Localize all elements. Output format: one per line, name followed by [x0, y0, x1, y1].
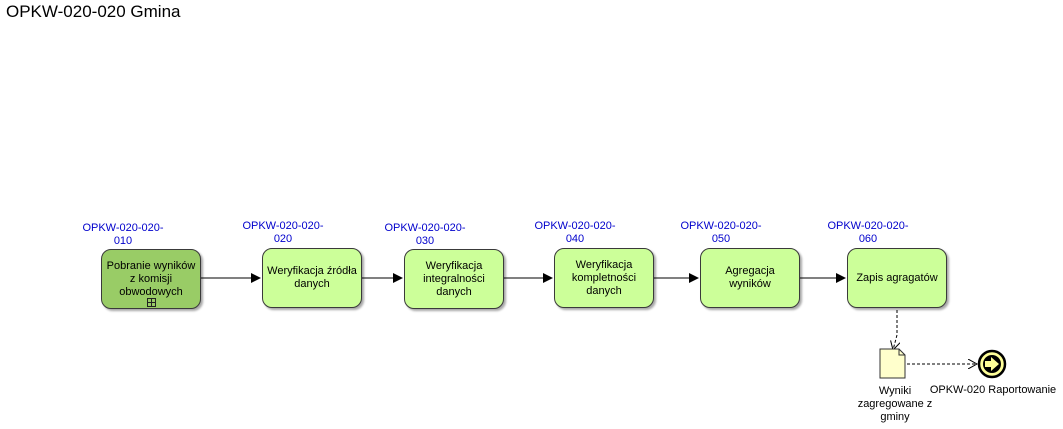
task-id-line2: 030 — [415, 235, 435, 247]
task-id-040: OPKW-020-020- 040 — [530, 220, 620, 246]
task-label: Weryfikacja kompletności danych — [571, 258, 637, 297]
task-id-line2: 010 — [113, 235, 133, 247]
task-id-line1: OPKW-020-020- — [242, 220, 324, 232]
diagram-title: OPKW-020-020 Gmina — [6, 2, 181, 21]
document-icon — [879, 348, 906, 379]
task-weryfikacja-kompletnosci[interactable]: Weryfikacja kompletności danych — [554, 248, 654, 308]
task-id-line2: 040 — [565, 233, 585, 245]
task-id-line2: 050 — [711, 233, 731, 245]
task-label: Pobranie wyników z komisji obwodowych — [106, 259, 196, 298]
task-id-060: OPKW-020-020- 060 — [823, 220, 913, 246]
task-id-line1: OPKW-020-020- — [680, 220, 762, 232]
task-id-030: OPKW-020-020- 030 — [380, 222, 470, 248]
end-event[interactable] — [977, 349, 1007, 379]
task-zapis-agragatow[interactable]: Zapis agragatów — [847, 248, 947, 308]
task-id-line2: 060 — [858, 233, 878, 245]
end-event-label: OPKW-020 Raportowanie — [929, 384, 1057, 396]
task-label: Zapis agragatów — [856, 271, 938, 284]
task-id-020: OPKW-020-020- 020 — [238, 220, 328, 246]
data-object-label: Wyniki zagregowane z gminy — [857, 385, 933, 423]
subprocess-expand-icon[interactable] — [147, 298, 156, 307]
task-weryfikacja-zrodla[interactable]: Weryfikacja źródła danych — [262, 248, 362, 308]
task-id-line1: OPKW-020-020- — [534, 220, 616, 232]
task-id-050: OPKW-020-020- 050 — [676, 220, 766, 246]
task-label: Weryfikacja źródła danych — [267, 265, 357, 290]
data-object[interactable] — [879, 348, 906, 379]
task-label: Agregacja wyników — [725, 265, 775, 290]
arrow-right-icon — [985, 357, 999, 371]
task-id-line2: 020 — [273, 233, 293, 245]
task-id-line1: OPKW-020-020- — [384, 222, 466, 234]
task-weryfikacja-integralnosci[interactable]: Weryfikacja integralności danych — [404, 249, 504, 309]
task-id-line1: OPKW-020-020- — [82, 222, 164, 234]
task-id-line1: OPKW-020-020- — [827, 220, 909, 232]
task-label: Weryfikacja integralności danych — [423, 259, 485, 298]
task-agregacja-wynikow[interactable]: Agregacja wyników — [700, 248, 800, 308]
data-association-output[interactable] — [893, 310, 897, 350]
task-pobranie-wynikow[interactable]: Pobranie wyników z komisji obwodowych — [101, 249, 201, 309]
task-id-010: OPKW-020-020- 010 — [78, 222, 168, 248]
